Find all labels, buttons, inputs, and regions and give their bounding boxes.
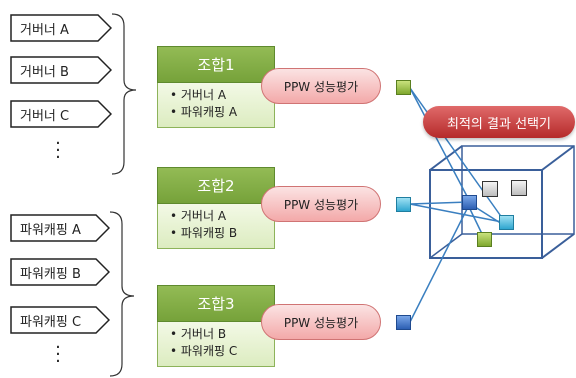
powercap-tag-c: 파워캐핑 C — [10, 306, 110, 334]
result-square-green — [396, 80, 411, 95]
powercap-label: 파워캐핑 A — [20, 222, 81, 238]
combo-body: • 거버너 A • 파워캐핑 A — [157, 83, 275, 128]
governor-brace — [111, 13, 137, 175]
combo-powercap: • 파워캐핑 C — [170, 344, 238, 358]
powercap-label: 파워캐핑 B — [20, 266, 81, 282]
cube-square-gray-1 — [482, 181, 498, 197]
ppw-eval-2: PPW 성능평가 — [261, 186, 381, 222]
combo-3: 조합3 • 거버너 B • 파워캐핑 C — [157, 285, 275, 367]
combo-body: • 거버너 A • 파워캐핑 B — [157, 204, 275, 249]
cube-square-blue — [462, 195, 477, 210]
combo-2: 조합2 • 거버너 A • 파워캐핑 B — [157, 167, 275, 249]
governor-tag-a: 거버너 A — [10, 14, 112, 42]
selector-cube — [429, 145, 575, 259]
cube-square-green — [477, 232, 492, 247]
governor-ellipsis: ··· — [55, 133, 61, 168]
combo-governor: • 거버너 B — [170, 327, 227, 341]
result-square-blue — [396, 315, 411, 330]
ppw-eval-3: PPW 성능평가 — [261, 304, 381, 340]
combo-title: 조합2 — [157, 167, 275, 204]
powercap-tag-a: 파워캐핑 A — [10, 214, 110, 242]
powercap-label: 파워캐핑 C — [20, 314, 82, 330]
combo-1: 조합1 • 거버너 A • 파워캐핑 A — [157, 46, 275, 128]
cube-square-cyan — [499, 215, 514, 230]
ppw-eval-1: PPW 성능평가 — [261, 68, 381, 104]
governor-label: 거버너 C — [20, 108, 70, 124]
combo-powercap: • 파워캐핑 A — [170, 105, 238, 119]
combo-powercap: • 파워캐핑 B — [170, 226, 238, 240]
cube-square-gray-2 — [511, 180, 527, 196]
combo-title: 조합3 — [157, 285, 275, 322]
result-arrows — [409, 87, 506, 323]
governor-tag-b: 거버너 B — [10, 56, 112, 84]
powercap-ellipsis: ··· — [55, 337, 61, 372]
governor-tag-c: 거버너 C — [10, 100, 112, 128]
powercap-tag-b: 파워캐핑 B — [10, 258, 110, 286]
powercap-brace — [109, 211, 135, 377]
result-square-cyan — [396, 197, 411, 212]
combo-body: • 거버너 B • 파워캐핑 C — [157, 322, 275, 367]
optimal-selector-label: 최적의 결과 선택기 — [423, 106, 575, 138]
combo-governor: • 거버너 A — [170, 209, 227, 223]
governor-label: 거버너 A — [20, 22, 69, 38]
combo-governor: • 거버너 A — [170, 88, 227, 102]
combo-title: 조합1 — [157, 46, 275, 83]
governor-label: 거버너 B — [20, 64, 69, 80]
